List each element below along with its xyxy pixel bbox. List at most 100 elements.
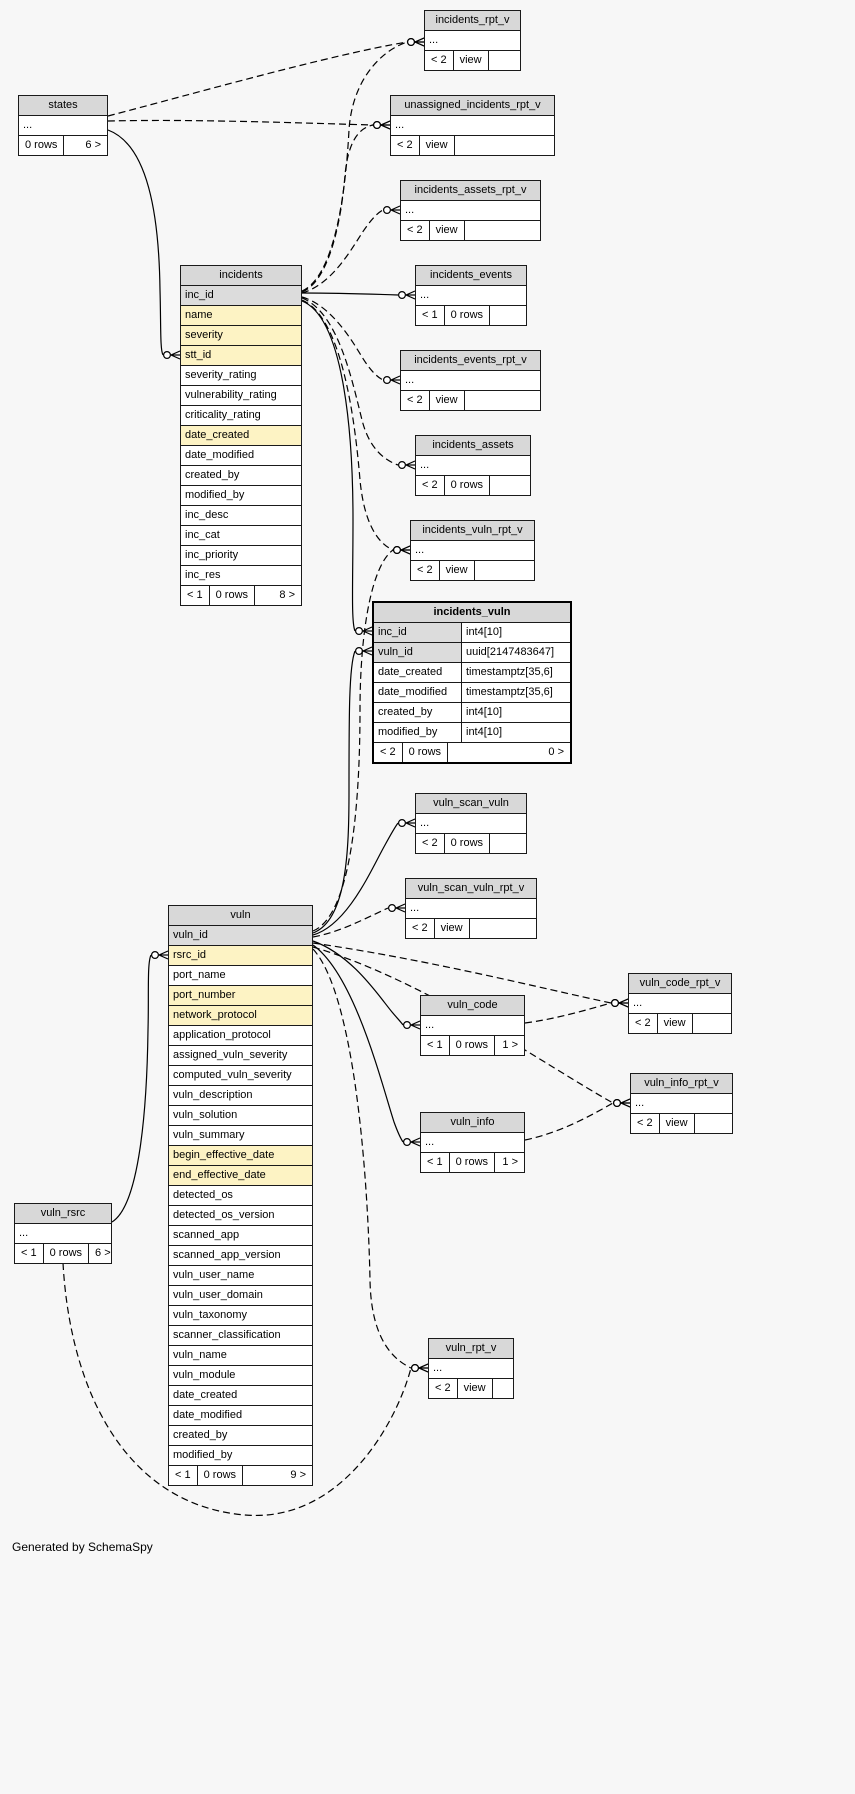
- edge-incidents-incidents_rpt_v: [301, 37, 425, 292]
- footer-cell: [470, 919, 536, 938]
- edge-incidents-unassigned_incidents_rpt_v: [301, 120, 391, 293]
- footer-cell: view: [430, 391, 465, 410]
- table-title-vuln_info_rpt_v[interactable]: vuln_info_rpt_v: [631, 1074, 732, 1094]
- footer-cell: 0 rows: [44, 1244, 90, 1263]
- footer-cell: < 2: [631, 1114, 660, 1133]
- column-label: ...: [395, 119, 405, 131]
- column-label: vuln_description: [173, 1089, 253, 1101]
- column-type: int4[10]: [462, 723, 570, 742]
- column-incidents-severity: severity: [181, 326, 301, 346]
- edge-vuln-vuln_scan_vuln: [312, 818, 416, 936]
- table-title-states[interactable]: states: [19, 96, 107, 116]
- column-label: inc_id: [185, 289, 214, 301]
- column-label: computed_vuln_severity: [173, 1069, 292, 1081]
- table-title-vuln_rsrc[interactable]: vuln_rsrc: [15, 1204, 111, 1224]
- edge-vuln_code-vuln_code_rpt_v: [524, 998, 629, 1024]
- edge-vuln-vuln_code: [312, 940, 421, 1030]
- column-vuln_rpt_v-more: ...: [429, 1359, 513, 1379]
- table-title-vuln_code[interactable]: vuln_code: [421, 996, 524, 1016]
- footer-cell: [455, 136, 554, 155]
- column-label: ...: [433, 1362, 443, 1374]
- footer-cell: [475, 561, 534, 580]
- footer-cell: 0 rows: [403, 743, 449, 762]
- footer-cell: 1 >: [502, 1039, 518, 1051]
- footer-cell: 0 rows: [445, 306, 491, 325]
- footer-cell: < 1: [169, 1466, 198, 1485]
- edge-vuln-vuln_info: [312, 944, 421, 1147]
- column-label: scanned_app: [173, 1229, 240, 1241]
- crow-foot-dot-icon: [151, 950, 169, 960]
- column-label: port_number: [173, 989, 236, 1001]
- edge-states-incidents_rpt_v: [107, 37, 425, 117]
- column-label: inc_id: [374, 623, 462, 642]
- table-title-vuln_scan_vuln[interactable]: vuln_scan_vuln: [416, 794, 526, 814]
- column-incidents-inc_priority: inc_priority: [181, 546, 301, 566]
- table-title-vuln[interactable]: vuln: [169, 906, 312, 926]
- table-title-unassigned_incidents_rpt_v[interactable]: unassigned_incidents_rpt_v: [391, 96, 554, 116]
- table-title-incidents_assets[interactable]: incidents_assets: [416, 436, 530, 456]
- column-label: ...: [420, 289, 430, 301]
- column-label: detected_os: [173, 1189, 233, 1201]
- crow-foot-dot-icon: [398, 460, 416, 470]
- table-title-vuln_code_rpt_v[interactable]: vuln_code_rpt_v: [629, 974, 731, 994]
- footer-cell: < 1: [421, 1153, 450, 1172]
- footer-cell: [490, 306, 526, 325]
- footer-cell: < 2: [416, 476, 445, 495]
- column-incidents-inc_cat: inc_cat: [181, 526, 301, 546]
- footer-cell: 9 >: [290, 1469, 306, 1481]
- edge-vuln-incidents_vuln_rpt_v: [312, 545, 411, 932]
- column-label: ...: [19, 1227, 29, 1239]
- table-title-incidents_rpt_v[interactable]: incidents_rpt_v: [425, 11, 520, 31]
- table-title-incidents_vuln_rpt_v[interactable]: incidents_vuln_rpt_v: [411, 521, 534, 541]
- column-label: ...: [635, 1097, 645, 1109]
- table-title-vuln_rpt_v[interactable]: vuln_rpt_v: [429, 1339, 513, 1359]
- column-vuln_rsrc-more: ...: [15, 1224, 111, 1244]
- column-vuln-port_number: port_number: [169, 986, 312, 1006]
- table-title-vuln_info[interactable]: vuln_info: [421, 1113, 524, 1133]
- table-title-incidents_events_rpt_v[interactable]: incidents_events_rpt_v: [401, 351, 540, 371]
- footer-cell: view: [454, 51, 489, 70]
- table-title-incidents_events[interactable]: incidents_events: [416, 266, 526, 286]
- table-title-incidents_assets_rpt_v[interactable]: incidents_assets_rpt_v: [401, 181, 540, 201]
- column-incidents_assets_rpt_v-more: ...: [401, 201, 540, 221]
- column-type: timestamptz[35,6]: [462, 683, 570, 702]
- column-label: ...: [23, 119, 33, 131]
- footer-cell: view: [440, 561, 475, 580]
- footer-cell: [693, 1014, 731, 1033]
- column-label: modified_by: [173, 1449, 233, 1461]
- column-incidents-name: name: [181, 306, 301, 326]
- table-title-incidents[interactable]: incidents: [181, 266, 301, 286]
- table-title-vuln_scan_vuln_rpt_v[interactable]: vuln_scan_vuln_rpt_v: [406, 879, 536, 899]
- column-label: vulnerability_rating: [185, 389, 277, 401]
- column-incidents-date_modified: date_modified: [181, 446, 301, 466]
- table-title-incidents_vuln[interactable]: incidents_vuln: [374, 603, 570, 623]
